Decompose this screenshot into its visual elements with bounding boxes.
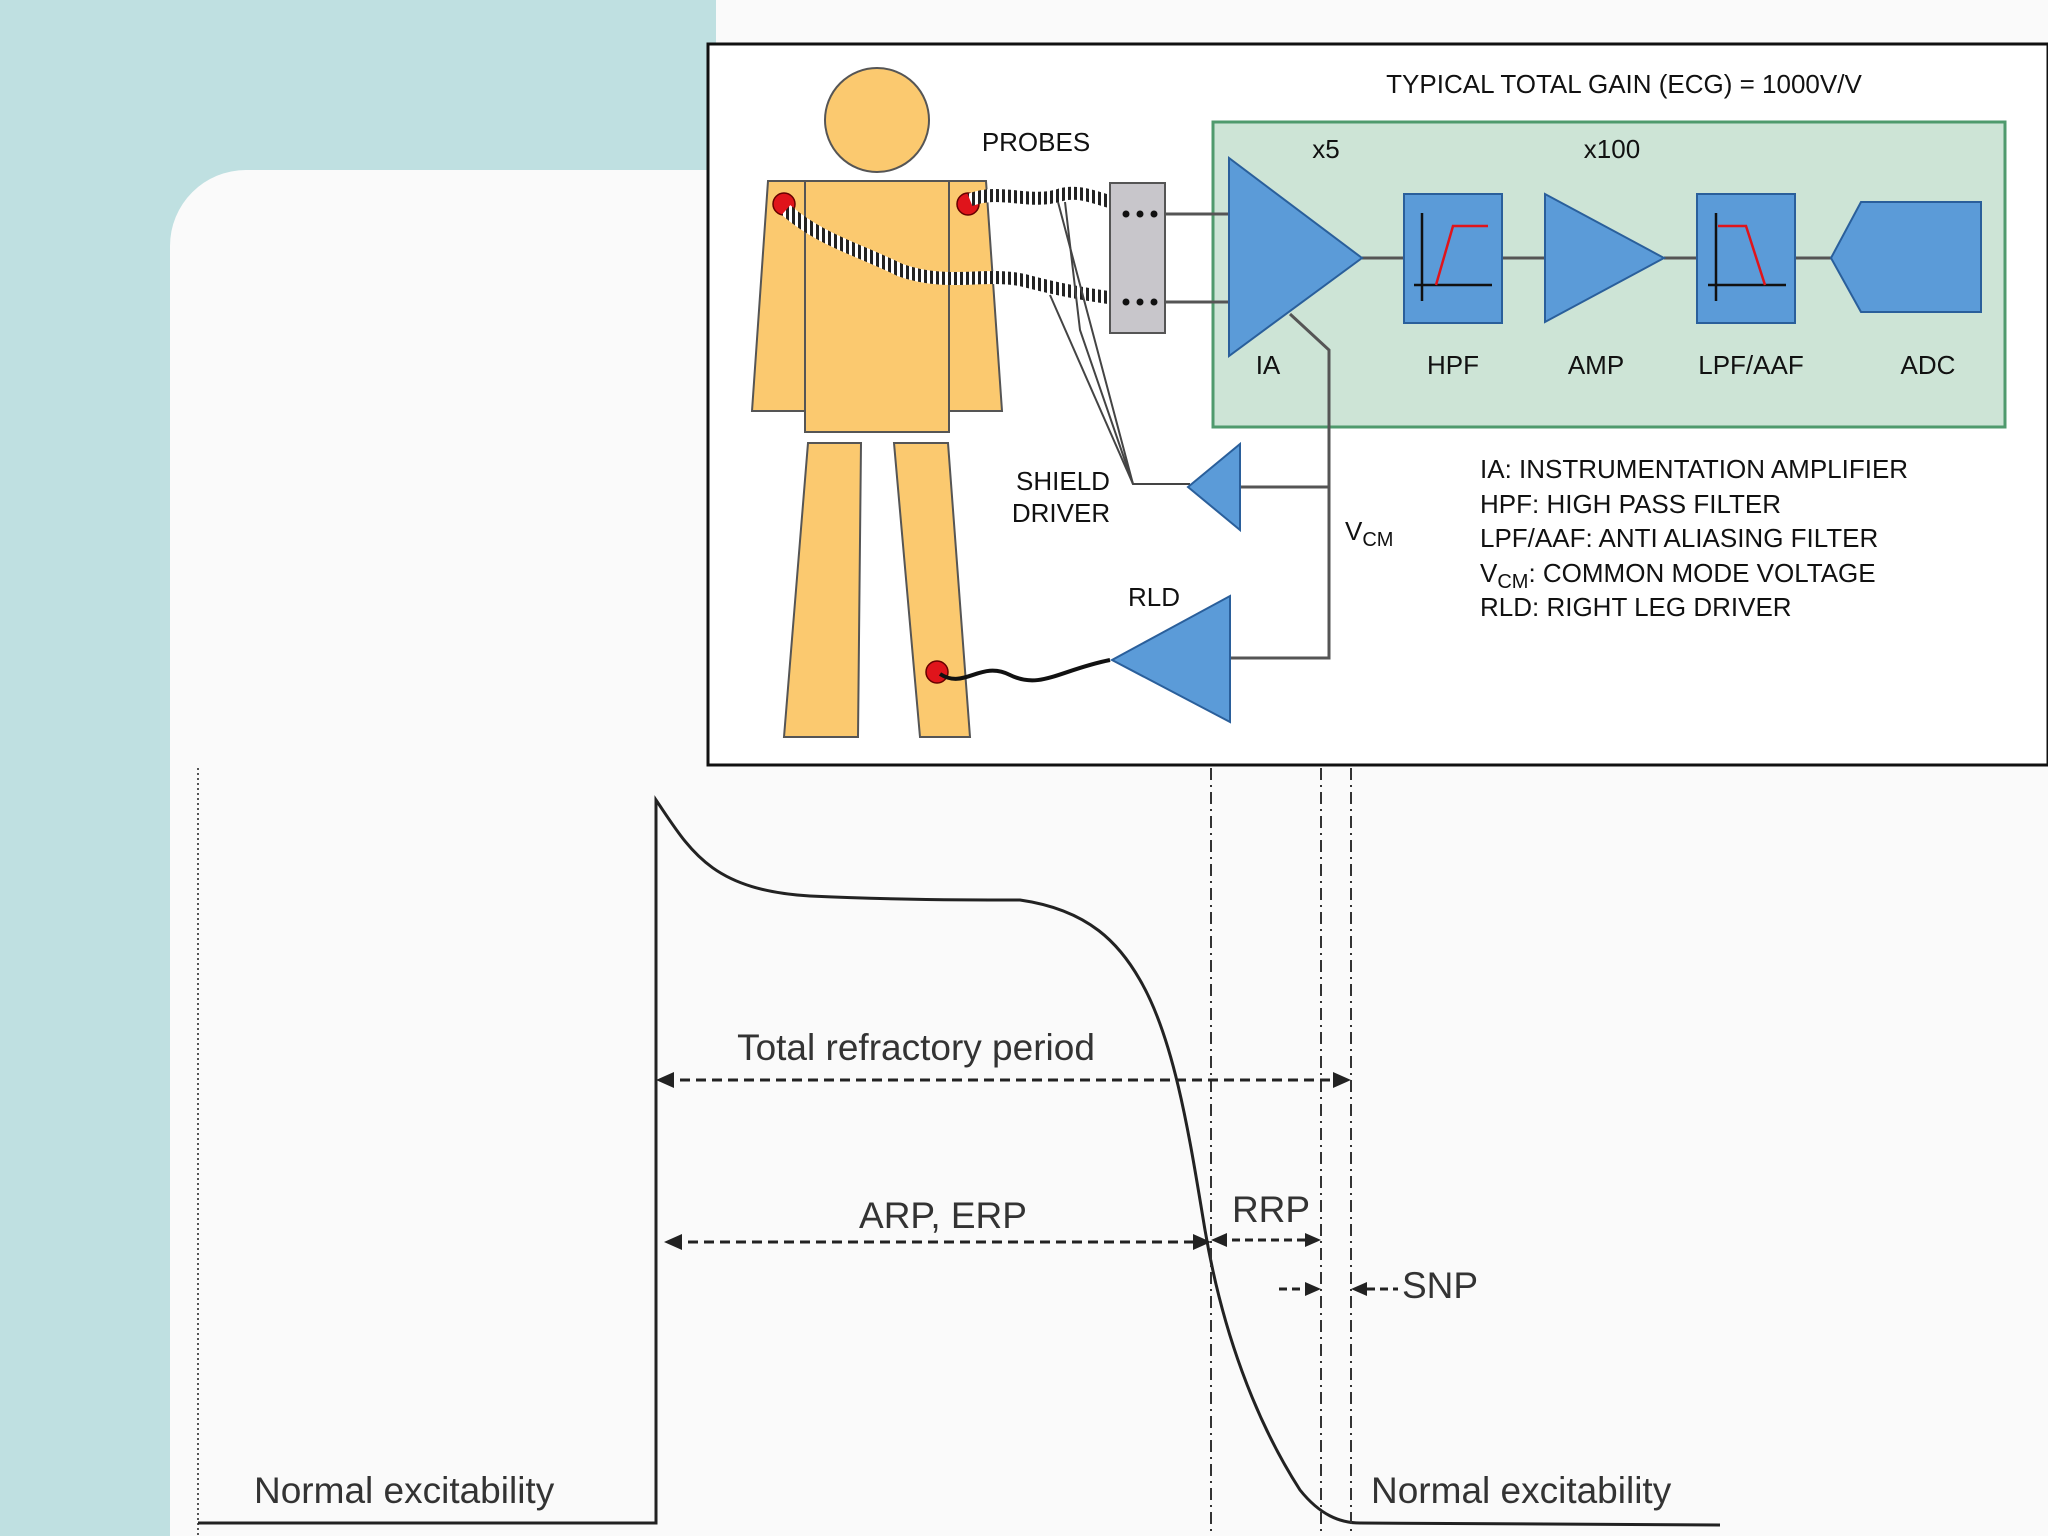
vcm-label: VCM <box>1345 516 1393 551</box>
shield-connection-lines <box>1049 201 1190 485</box>
ecg-diagram: TYPICAL TOTAL GAIN (ECG) = 1000V/V <box>706 42 2048 767</box>
lpf-response-icon <box>1708 213 1786 301</box>
rrp-label: RRP <box>1232 1189 1310 1230</box>
vertical-markers <box>1210 768 1352 1536</box>
total-refractory-arrowhead-right <box>1333 1072 1351 1088</box>
snp-arrowhead-left <box>1305 1282 1321 1296</box>
patient-figure <box>750 67 1004 738</box>
ecg-legend: IA: INSTRUMENTATION AMPLIFIER HPF: HIGH … <box>1480 454 1908 622</box>
total-gain-label: TYPICAL TOTAL GAIN (ECG) = 1000V/V <box>1386 69 1862 99</box>
amp-label: AMP <box>1568 350 1624 380</box>
ia-label: IA <box>1256 350 1281 380</box>
snp-label: SNP <box>1402 1265 1478 1306</box>
legend-hpf: HPF: HIGH PASS FILTER <box>1480 489 1781 519</box>
connector-dots <box>1122 210 1158 306</box>
adc-label: ADC <box>1901 350 1956 380</box>
adc-block[interactable] <box>1829 201 1982 313</box>
patient-torso <box>804 180 950 433</box>
electrode-right-leg <box>925 660 949 684</box>
lpf-aaf-label: LPF/AAF <box>1698 350 1803 380</box>
legend-rld: RLD: RIGHT LEG DRIVER <box>1480 592 1792 622</box>
probe-connector <box>1109 182 1166 334</box>
snp-arrowhead-right <box>1351 1282 1367 1296</box>
amp-amplifier-block[interactable] <box>1544 192 1667 324</box>
action-potential-curve <box>198 795 1721 1527</box>
normal-excitability-left-label: Normal excitability <box>254 1470 555 1511</box>
probe-cable-left-arm <box>967 186 1114 209</box>
shield-driver-label-line1: SHIELD <box>1016 466 1110 496</box>
hpf-label: HPF <box>1427 350 1479 380</box>
refractory-chart: Total refractory period ARP, ERP RRP SNP… <box>197 768 1721 1536</box>
shield-driver-amplifier[interactable] <box>1186 441 1241 533</box>
lpf-aaf-filter-block[interactable] <box>1696 193 1796 324</box>
arp-erp-label: ARP, ERP <box>859 1195 1027 1236</box>
ia-gain-label: x5 <box>1312 134 1339 164</box>
shield-driver-label-line2: DRIVER <box>1012 498 1110 528</box>
signal-chain-wires <box>1165 212 1831 660</box>
patient-left-arm <box>948 180 1004 412</box>
rrp-arrowhead-left <box>1211 1233 1227 1247</box>
legend-ia: IA: INSTRUMENTATION AMPLIFIER <box>1480 454 1908 484</box>
right-leg-wire <box>938 658 1111 683</box>
total-refractory-arrowhead-left <box>656 1072 674 1088</box>
hpf-response-icon <box>1414 213 1492 301</box>
arp-erp-arrowhead-left <box>664 1234 682 1250</box>
rrp-arrowhead-right <box>1305 1233 1321 1247</box>
amp-gain-label: x100 <box>1584 134 1640 164</box>
arp-erp-arrowhead-right <box>1193 1234 1211 1250</box>
patient-right-leg <box>782 442 863 738</box>
total-refractory-label: Total refractory period <box>737 1027 1095 1068</box>
normal-excitability-right-label: Normal excitability <box>1371 1470 1672 1511</box>
patient-right-arm <box>750 180 806 412</box>
patient-head <box>824 67 930 173</box>
patient-left-leg <box>892 442 972 738</box>
rld-amplifier[interactable] <box>1109 594 1231 724</box>
probe-cable-right-arm <box>781 205 1113 305</box>
legend-vcm: VCM: COMMON MODE VOLTAGE <box>1480 558 1876 593</box>
hpf-filter-block[interactable] <box>1403 193 1503 324</box>
rld-label: RLD <box>1128 582 1180 612</box>
ia-amplifier-block[interactable] <box>1228 155 1364 358</box>
probes-label: PROBES <box>982 127 1090 157</box>
legend-lpf: LPF/AAF: ANTI ALIASING FILTER <box>1480 523 1878 553</box>
